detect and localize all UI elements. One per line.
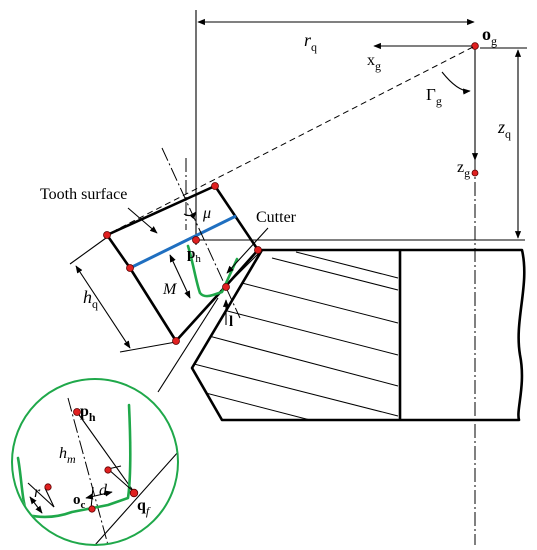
zq-dimension <box>480 47 527 239</box>
ph-label: ph <box>187 246 201 265</box>
hm-label: hm <box>59 445 76 466</box>
cutter-label: Cutter <box>256 209 297 226</box>
zg-label: zg <box>457 159 470 180</box>
rq-label: rq <box>304 30 317 54</box>
hq-dimension <box>69 237 177 353</box>
mu-label: μ <box>202 205 211 222</box>
detail-ph-label: ph <box>80 403 96 424</box>
m-label: M <box>162 281 178 298</box>
workpiece <box>190 248 526 422</box>
zg-axis-point <box>471 169 479 177</box>
mu-arc <box>183 211 197 220</box>
cutter-profile <box>186 244 239 298</box>
zq-label: zq <box>497 117 511 141</box>
l-label: l <box>229 314 233 330</box>
tooth-surface-pointer <box>127 207 158 234</box>
og-label: og <box>482 24 497 48</box>
tooth-points <box>103 182 262 345</box>
detail-points <box>44 408 139 513</box>
og-axes <box>373 42 479 545</box>
detail-leader <box>157 297 219 393</box>
r-label: r <box>34 484 41 501</box>
detail-circle <box>11 378 179 546</box>
hq-label: hq <box>83 287 98 311</box>
xg-label: xg <box>367 52 381 73</box>
oc-label: oc <box>73 492 86 511</box>
dashed-ray <box>115 46 474 231</box>
og-point <box>471 42 479 50</box>
d-label: d <box>99 482 108 499</box>
m-dimension <box>169 254 191 299</box>
gamma-label: Γg <box>426 85 442 108</box>
cutter-pointer <box>226 227 269 274</box>
qf-label: qf <box>137 497 151 518</box>
tooth-surface-label: Tooth surface <box>40 186 127 203</box>
